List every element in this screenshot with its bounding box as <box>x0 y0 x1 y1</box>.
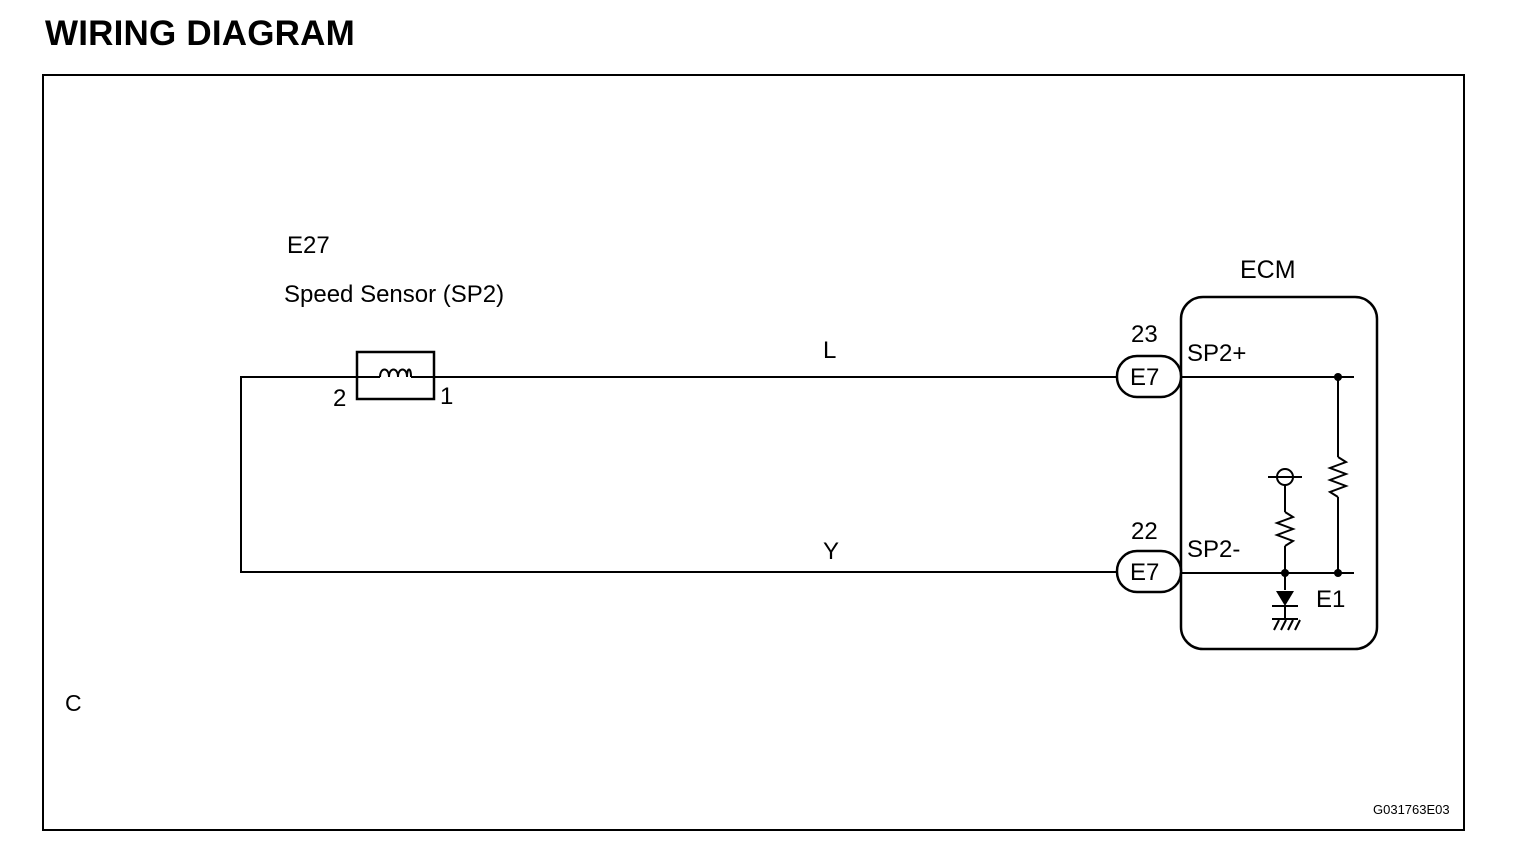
ecm-pin-22: 22 <box>1131 518 1158 545</box>
sensor-pin-2: 2 <box>333 385 346 412</box>
figure-code: G031763E03 <box>1373 802 1450 817</box>
speed-sensor-symbol <box>355 350 436 401</box>
sensor-pin-1: 1 <box>440 383 453 410</box>
wire-loop <box>240 376 1119 573</box>
corner-mark: C <box>65 690 82 716</box>
junction-dot <box>1281 569 1289 577</box>
resistor-icon <box>1327 456 1349 498</box>
diagram-frame <box>42 74 1465 831</box>
wire-harness <box>240 376 1119 573</box>
sensor-connector-label: E27 <box>287 232 330 259</box>
terminal-sp2-plus: SP2+ <box>1187 340 1246 367</box>
ecm-internal-circuit <box>1181 376 1354 631</box>
junction-dot <box>1334 569 1342 577</box>
ecm-label: ECM <box>1240 256 1296 284</box>
connector-e7-bottom <box>1115 549 1183 594</box>
sensor-name-label: Speed Sensor (SP2) <box>284 281 504 308</box>
junction-dot <box>1334 373 1342 381</box>
wire-color-l: L <box>823 337 836 364</box>
ecm-box <box>1179 295 1379 651</box>
diode-icon <box>1276 591 1294 606</box>
ground-label-e1: E1 <box>1316 586 1345 613</box>
coil-icon <box>379 368 412 378</box>
connector-e7-bottom-label: E7 <box>1130 559 1159 586</box>
connector-e7-top-label: E7 <box>1130 364 1159 391</box>
page-title: WIRING DIAGRAM <box>45 14 355 53</box>
terminal-sp2-minus: SP2- <box>1187 536 1240 563</box>
ecm-pin-23: 23 <box>1131 321 1158 348</box>
wire-color-y: Y <box>823 538 839 565</box>
resistor-icon <box>1274 511 1296 547</box>
